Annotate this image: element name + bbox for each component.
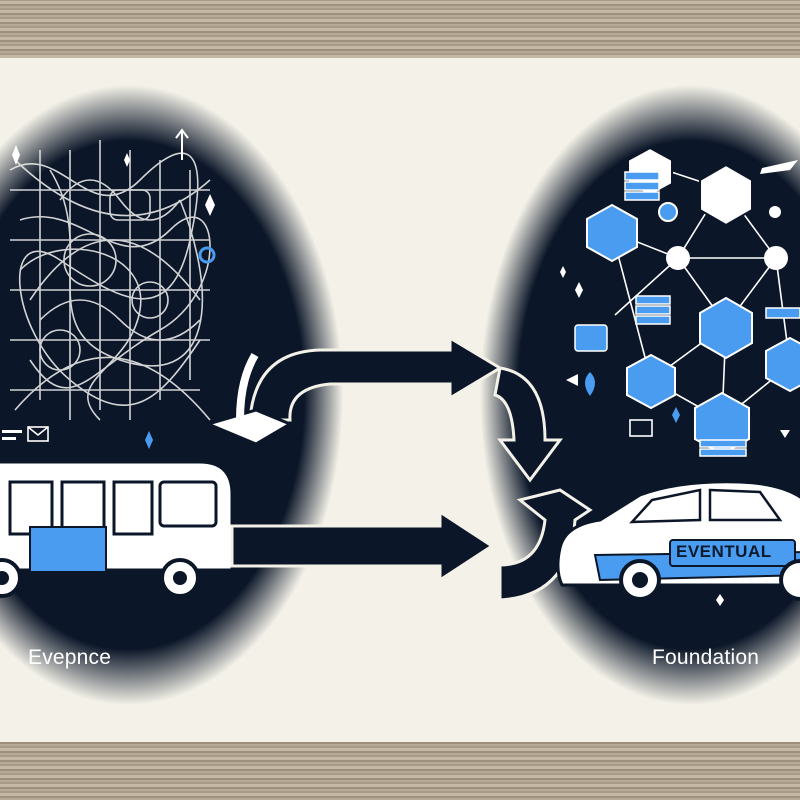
car-icon — [556, 480, 800, 601]
left-decor-icons — [2, 128, 216, 449]
bus-icon — [0, 460, 234, 598]
cycle-arrows-icon — [203, 335, 593, 602]
car-badge-label: EVENTUAL — [676, 542, 772, 561]
wood-frame-bottom — [0, 742, 800, 800]
wood-frame-top — [0, 0, 800, 62]
left-caption: Evepnce — [28, 646, 112, 669]
right-caption: Foundation — [652, 646, 760, 669]
tangled-lines-icon — [9, 140, 211, 421]
hexagon-network-icon — [560, 146, 800, 606]
